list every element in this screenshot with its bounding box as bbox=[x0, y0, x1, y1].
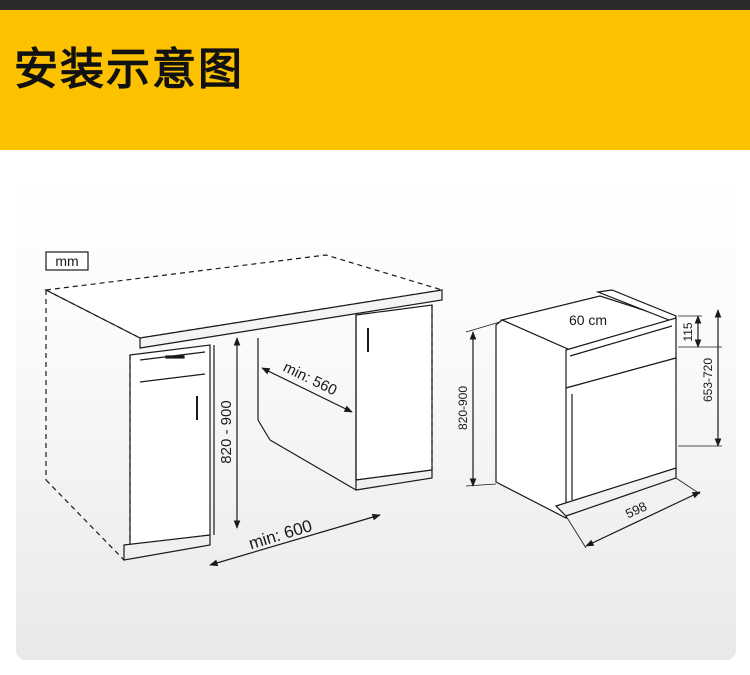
dishwasher bbox=[495, 289, 677, 519]
top-bar bbox=[0, 0, 750, 10]
unit-label: mm bbox=[55, 253, 78, 269]
appliance-height-label: 820-900 bbox=[456, 386, 470, 430]
door-height-label: 653-720 bbox=[701, 358, 715, 402]
cabinet-dimensions: 820 - 900 min: 560 min: 600 bbox=[209, 337, 381, 567]
unit-box: mm bbox=[45, 251, 89, 271]
appliance-width-cm-label: 60 cm bbox=[569, 312, 607, 328]
panel-height-label: 115 bbox=[681, 322, 695, 341]
kitchen-cabinet bbox=[43, 254, 443, 561]
cabinet-height-label: 820 - 900 bbox=[218, 400, 235, 463]
niche-width-label: min: 600 bbox=[246, 516, 314, 553]
niche-depth-label: min: 560 bbox=[280, 359, 339, 400]
dishwasher-dimensions: 60 cm 820-900 115 653-720 598 bbox=[456, 309, 722, 549]
header-band bbox=[0, 10, 750, 150]
page-title: 安装示意图 bbox=[14, 44, 244, 95]
